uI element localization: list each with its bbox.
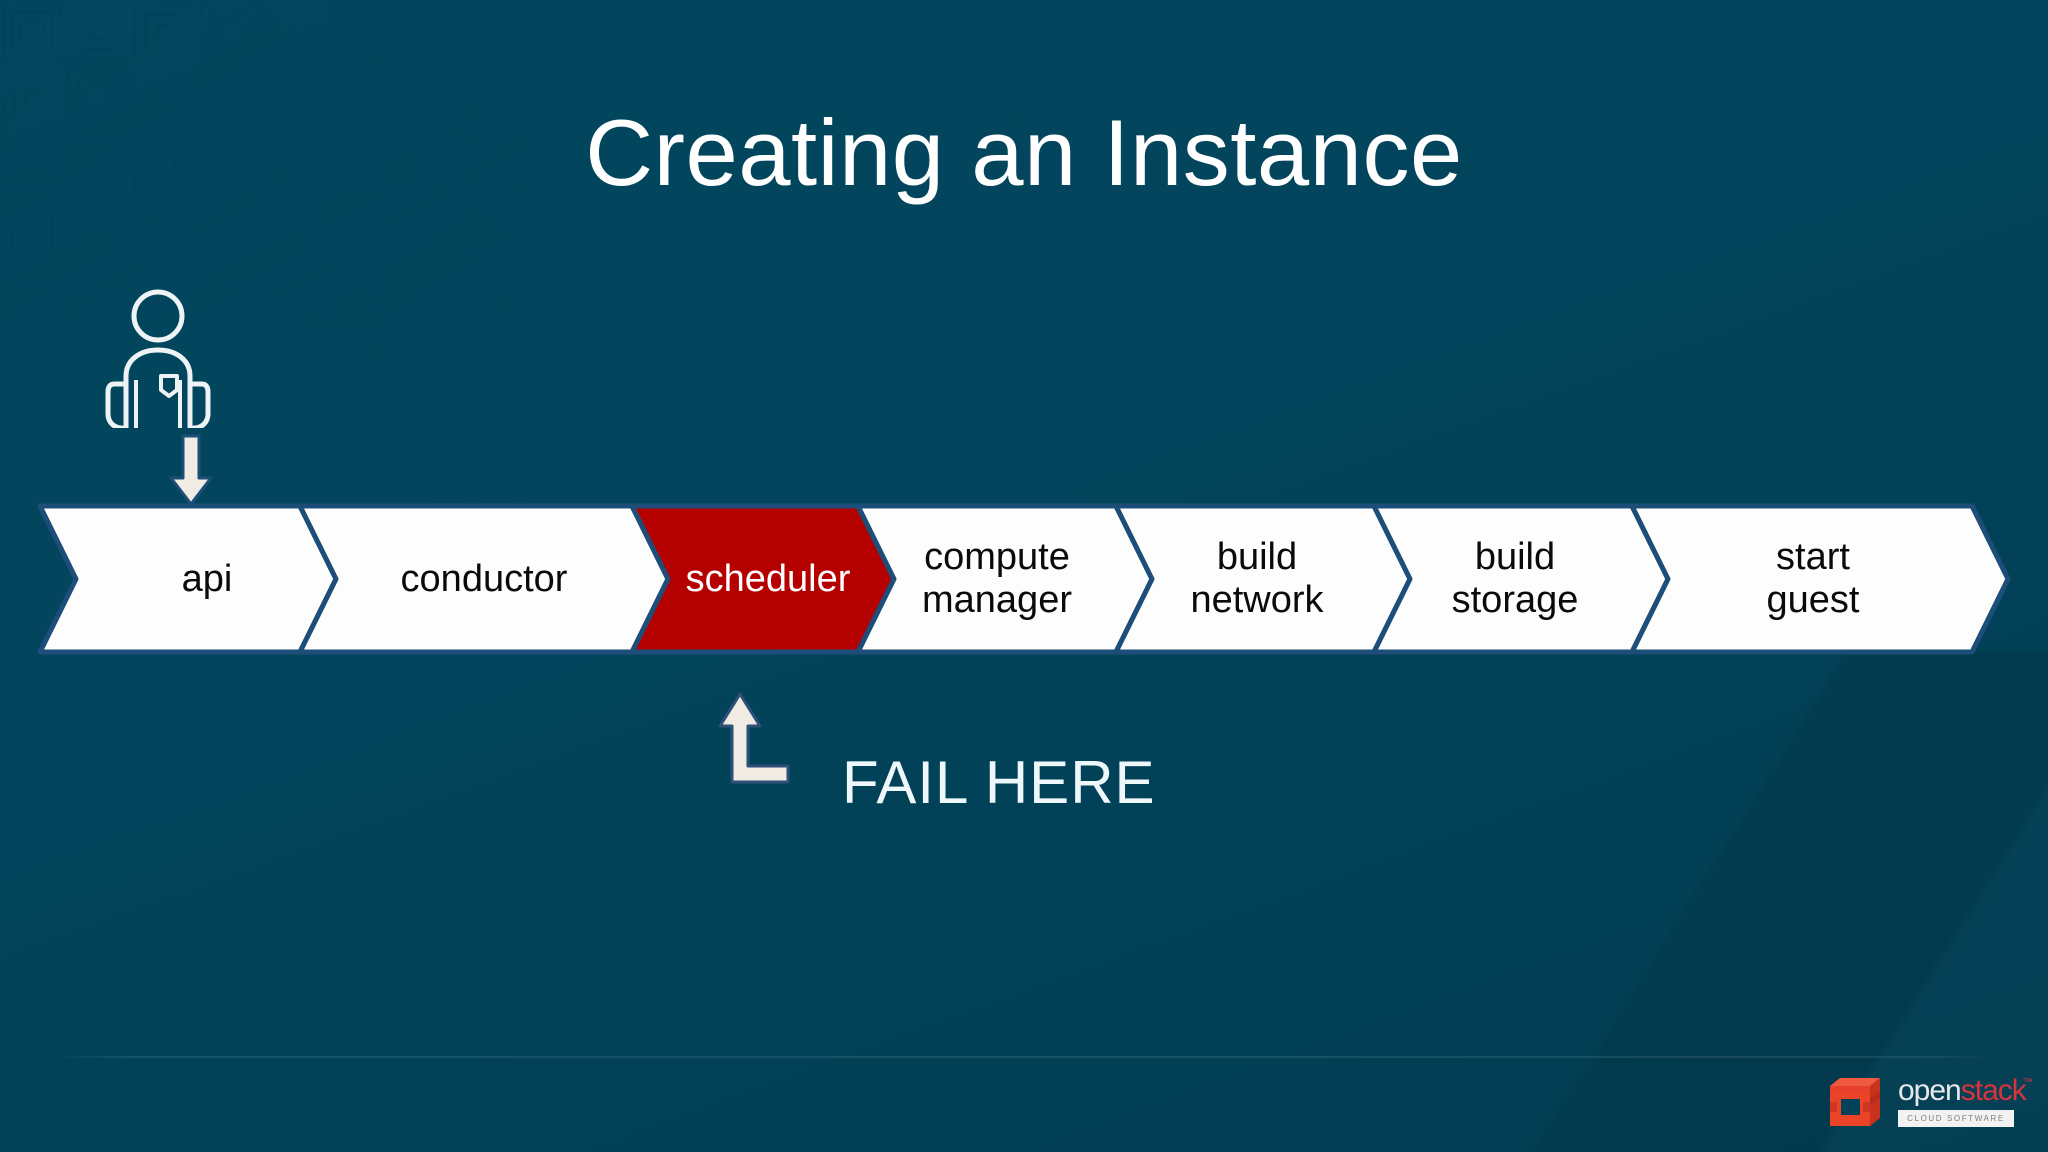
chevron-compute-manager xyxy=(855,503,1155,655)
wordmark-stack: stack xyxy=(1960,1074,2027,1107)
openstack-wordmark: openstack ™ CLOUD SOFTWARE xyxy=(1898,1076,2033,1130)
trademark-symbol: ™ xyxy=(2022,1077,2033,1088)
chevron-start-guest xyxy=(1629,503,2010,655)
chevron-conductor xyxy=(297,503,671,655)
chevron-build-storage xyxy=(1371,503,1671,655)
chevron-api xyxy=(38,503,339,655)
chevron-scheduler xyxy=(629,503,897,655)
person-icon xyxy=(104,288,212,428)
down-arrow-icon xyxy=(168,434,214,506)
openstack-tagline-bar: CLOUD SOFTWARE xyxy=(1898,1110,2014,1127)
openstack-cube-icon xyxy=(1824,1072,1886,1134)
wordmark-open: open xyxy=(1898,1074,1962,1107)
process-chevron-bar: api conductor scheduler compute manager … xyxy=(38,503,2010,655)
chevron-build-network xyxy=(1113,503,1413,655)
openstack-wordmark-text: openstack ™ xyxy=(1898,1074,2033,1107)
elbow-up-arrow-icon xyxy=(716,690,796,794)
footer-divider xyxy=(52,1056,1996,1058)
openstack-tagline: CLOUD SOFTWARE xyxy=(1907,1113,2005,1123)
openstack-branding: openstack ™ CLOUD SOFTWARE xyxy=(1824,1072,2033,1134)
fail-here-label: FAIL HERE xyxy=(842,749,1156,816)
page-title: Creating an Instance xyxy=(585,100,1463,205)
